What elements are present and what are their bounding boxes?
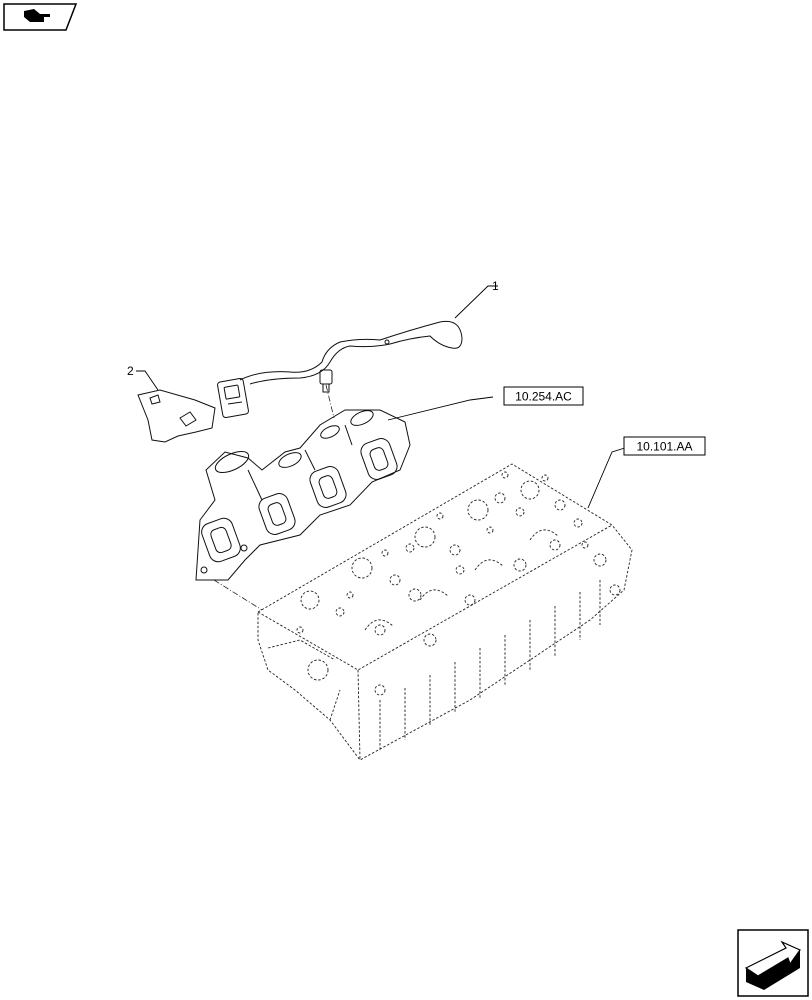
previous-page-icon[interactable] [3, 3, 78, 31]
reference-box-10-254-ac[interactable]: 10.254.AC [503, 386, 584, 406]
alignment-lines [213, 384, 335, 611]
next-page-icon[interactable] [737, 929, 809, 997]
reference-label: 10.254.AC [515, 390, 572, 404]
reference-label: 10.101.AA [636, 440, 692, 454]
cylinder-head [257, 463, 633, 761]
leader-lines [136, 285, 629, 509]
mounting-bracket [137, 389, 216, 443]
callout-2-label: 2 [127, 364, 134, 378]
callout-1-label: 1 [492, 279, 499, 293]
exhaust-manifold [195, 409, 411, 581]
temperature-sensor-harness [217, 320, 463, 419]
reference-box-10-101-aa[interactable]: 10.101.AA [623, 436, 706, 456]
